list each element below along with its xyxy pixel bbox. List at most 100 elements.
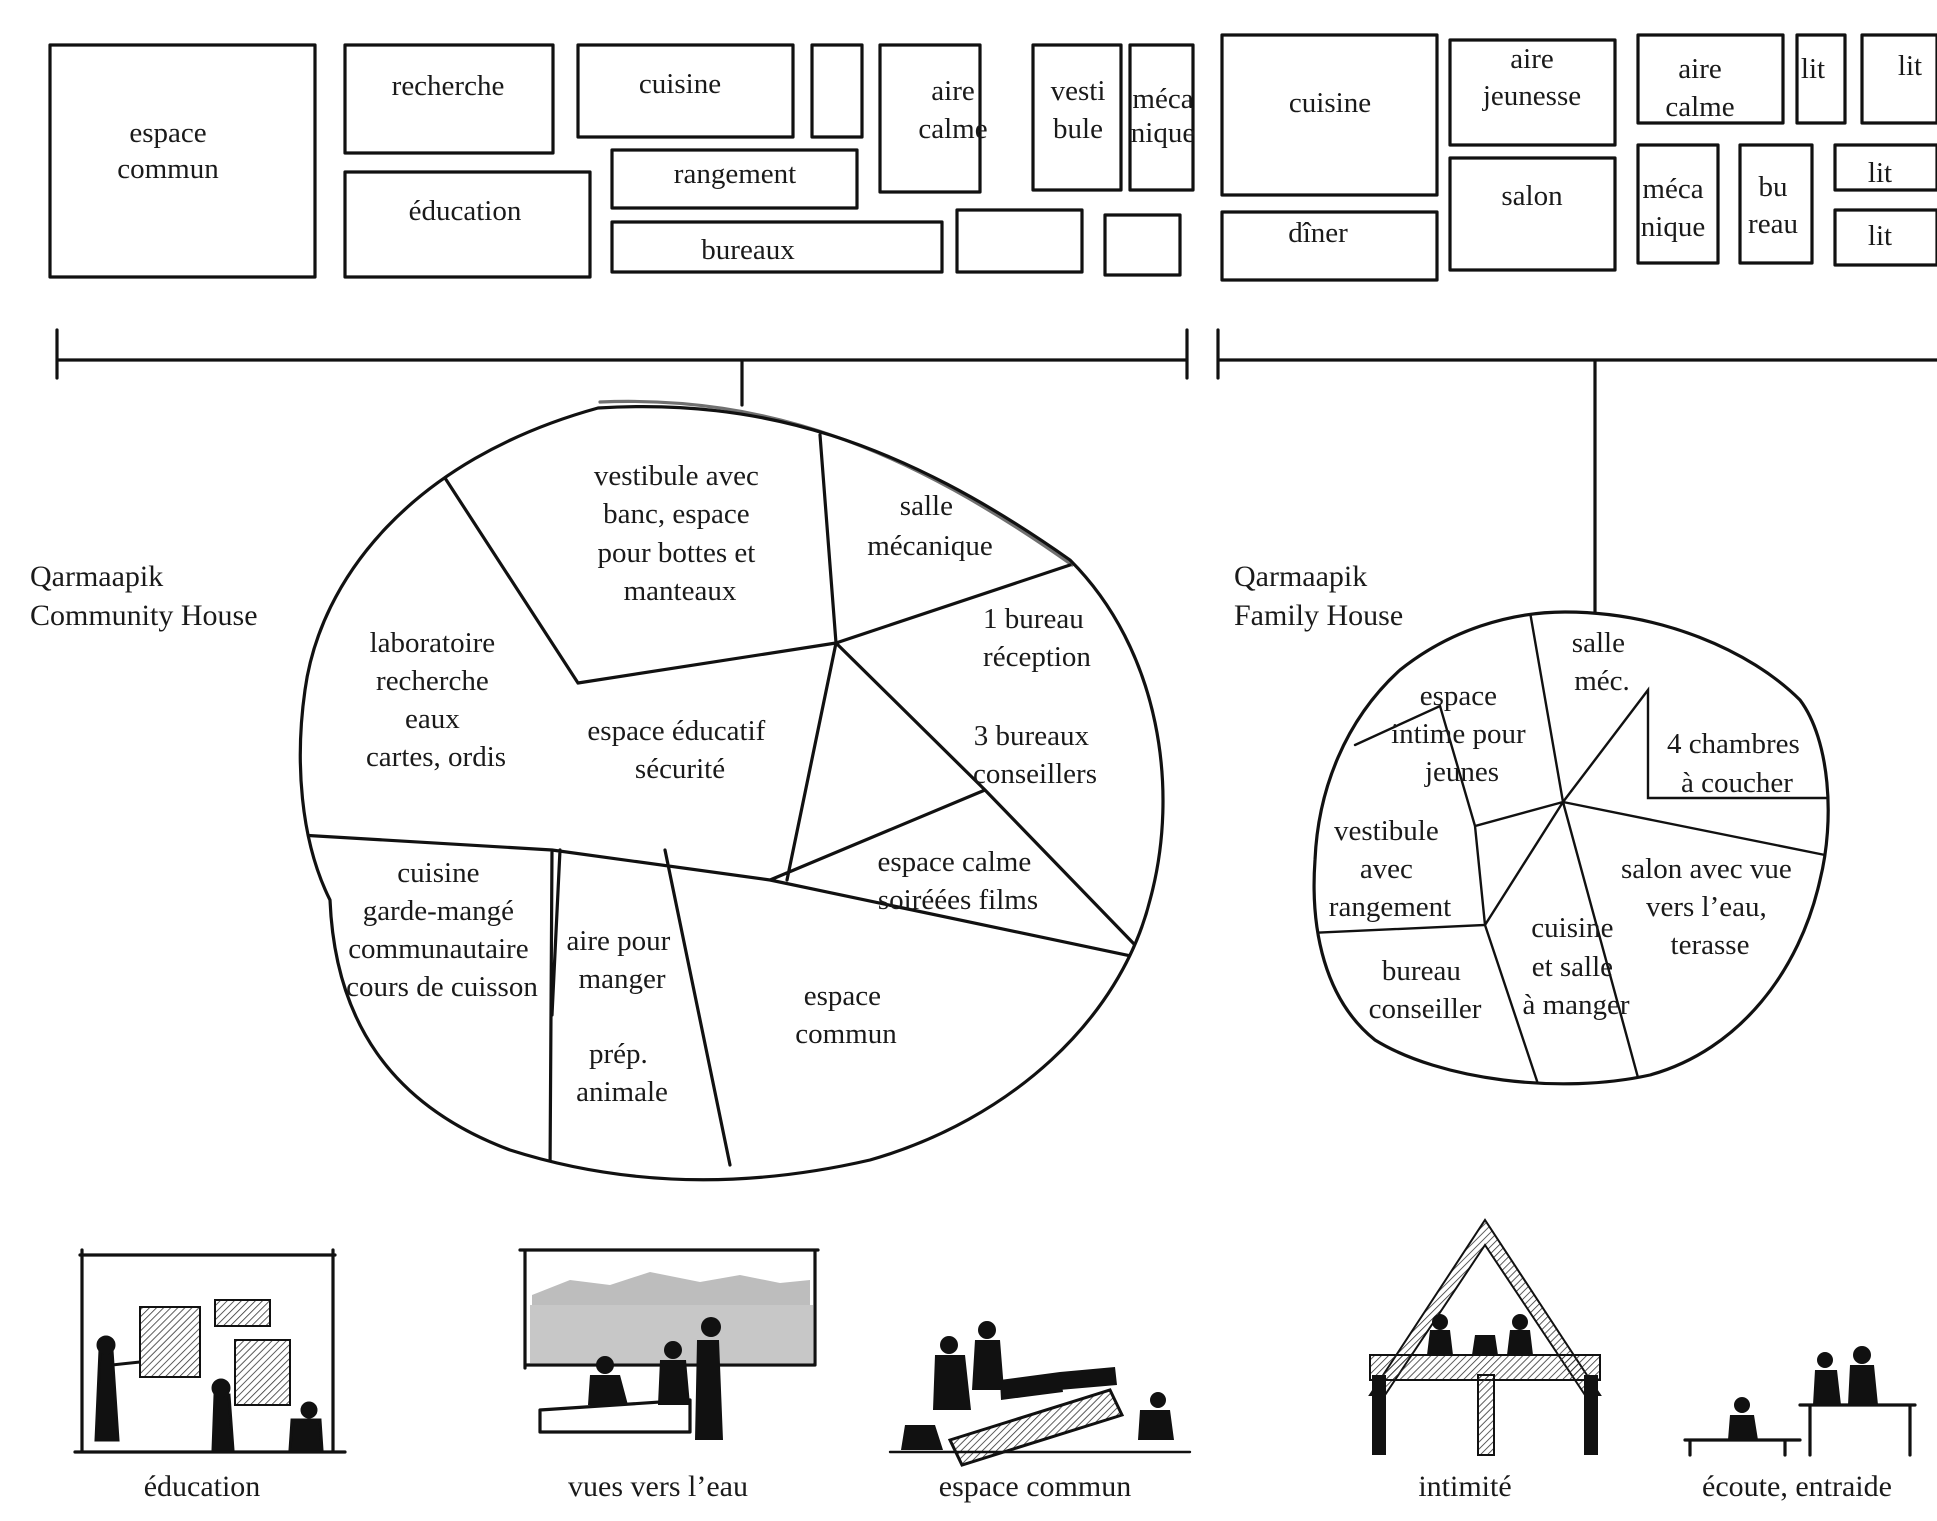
svg-text:espace intime pour: espace intime pour jeunes	[1391, 680, 1533, 788]
block-espace-commun	[48, 43, 317, 279]
fam-bubble-salon-3: terasse	[1671, 929, 1750, 961]
label-mecanique-fam-1: méca	[1642, 173, 1703, 205]
label-lit-4: lit	[1868, 220, 1892, 252]
fam-bubble-cuisine-2: et salle	[1532, 951, 1613, 983]
block-lit-3	[1833, 143, 1937, 192]
bubble-salle-mecanique-1: salle	[900, 490, 953, 522]
fam-bubble-vestibule-1: vestibule	[1334, 815, 1439, 847]
label-bureaux: bureaux	[701, 234, 795, 266]
bubble-prep-animale-1: prép.	[589, 1038, 648, 1070]
block-aire-calme	[878, 43, 982, 194]
block-vestibule	[1031, 43, 1123, 192]
label-cuisine-fam: cuisine	[1289, 87, 1371, 119]
bubble-espace-calme-1: espace calme	[877, 846, 1031, 878]
bubble-vestibule-1: vestibule avec	[594, 460, 759, 492]
fam-bubble-salle-mec-1: salle	[1572, 627, 1625, 659]
community-title-2: Community House	[30, 599, 258, 632]
fam-bubble-espace-intime-2: intime pour	[1391, 718, 1526, 750]
bubble-cuisine-1: cuisine	[397, 857, 479, 889]
vignette-espace-commun	[888, 1321, 1192, 1467]
bubble-espace-educatif-1: espace éducatif	[587, 715, 765, 747]
family-bracket	[1216, 328, 1937, 614]
label-espace-commun-2: commun	[117, 153, 219, 185]
svg-text:cuisine garde-mangé: cuisine garde-mangé communautaire cours …	[346, 857, 538, 1003]
svg-text:laboratoire recherche: laboratoire recherche eaux cartes, ordis	[366, 627, 506, 773]
svg-text:espace commun: espace commun	[795, 980, 897, 1050]
bubble-prep-animale-2: animale	[576, 1076, 668, 1108]
svg-text:4 chambres à coucher: 4 chambres à coucher	[1667, 728, 1807, 799]
vignette-ecoute-entraide	[1683, 1346, 1917, 1457]
svg-text:espace calme soiréées fi: espace calme soiréées films	[877, 846, 1038, 916]
block-unlabeled-3	[1103, 213, 1182, 277]
fam-bubble-bureau-1: bureau	[1382, 955, 1461, 987]
label-recherche: recherche	[392, 70, 505, 102]
bubble-bureau-reception-2: réception	[983, 641, 1091, 673]
community-bracket	[55, 328, 1189, 407]
block-aire-jeunesse	[1448, 38, 1617, 147]
label-rangement: rangement	[674, 158, 796, 190]
svg-text:Qarmaapik Community House: Qarmaapik Community House	[30, 560, 258, 632]
block-lit-4	[1833, 208, 1937, 267]
bubble-bureaux-conseillers-1: 3 bureaux	[974, 720, 1090, 752]
block-cuisine-fam	[1220, 33, 1439, 197]
svg-text:espace éducatif sécurité: espace éducatif sécurité	[587, 715, 772, 785]
fam-bubble-bureau-2: conseiller	[1369, 993, 1482, 1025]
vignette-vues-vers-leau	[518, 1248, 820, 1440]
label-aire-jeunesse-1: aire	[1510, 43, 1553, 75]
bubble-aire-manger-2: manger	[579, 963, 666, 995]
bubble-vestibule-3: pour bottes et	[597, 537, 755, 569]
bubble-cuisine-3: communautaire	[348, 933, 528, 965]
svg-text:vestibule avec banc, esp: vestibule avec banc, espace pour bottes …	[594, 460, 766, 607]
bubble-salle-mecanique-2: mécanique	[867, 530, 993, 562]
block-diner	[1220, 210, 1439, 282]
bubble-aire-manger-1: aire pour	[566, 925, 670, 957]
label-education: éducation	[409, 195, 522, 227]
label-aire-jeunesse-2: jeunesse	[1482, 80, 1581, 112]
block-aire-calme-fam	[1636, 33, 1785, 125]
community-bubble-outline	[298, 404, 1165, 1182]
label-mecanique-2: nique	[1131, 117, 1195, 149]
fam-bubble-cuisine-3: à manger	[1522, 989, 1629, 1021]
block-rangement	[610, 148, 859, 210]
bubble-espace-calme-2: soiréées films	[878, 884, 1038, 916]
label-bureau-fam-1: bu	[1759, 171, 1788, 203]
fam-bubble-salon-1: salon avec vue	[1621, 853, 1792, 885]
community-bubble-diagram: vestibule avec banc, espace pour bottes …	[298, 399, 1165, 1182]
label-aire-calme-fam-1: aire	[1678, 53, 1721, 85]
label-vestibule-1: vesti	[1051, 75, 1106, 107]
bubble-espace-commun-2: commun	[795, 1018, 897, 1050]
svg-text:salle mécanique: salle mécanique	[867, 490, 993, 562]
label-aire-calme-1: aire	[931, 75, 974, 107]
block-unlabeled-1	[810, 43, 864, 139]
fam-bubble-salon-2: vers l’eau,	[1646, 891, 1767, 923]
fam-bubble-espace-intime-1: espace	[1420, 680, 1497, 712]
label-aire-calme-2: calme	[918, 113, 987, 145]
bubble-vestibule-4: manteaux	[624, 575, 737, 607]
label-lit-1: lit	[1801, 53, 1825, 85]
family-bubble-diagram: salle méc. espace intime pour jeunes 4 c…	[1312, 610, 1830, 1086]
svg-text:prép. animale: prép. animale	[576, 1038, 668, 1108]
svg-text:salle méc.: salle méc.	[1572, 627, 1632, 697]
svg-text:aire pour manger: aire pour manger	[566, 925, 677, 995]
caption-ecoute-entraide: écoute, entraide	[1702, 1470, 1892, 1503]
label-salon: salon	[1501, 180, 1563, 212]
svg-text:vestibule: vestibule	[1051, 75, 1106, 145]
bubble-laboratoire-4: cartes, ordis	[366, 741, 506, 773]
bubble-vestibule-2: banc, espace	[603, 498, 750, 530]
block-unlabeled-2	[955, 208, 1084, 274]
family-title-2: Family House	[1234, 599, 1403, 632]
block-salon	[1448, 156, 1617, 272]
fam-bubble-espace-intime-3: jeunes	[1424, 756, 1499, 788]
bubble-laboratoire-1: laboratoire	[370, 627, 496, 659]
fam-bubble-chambres-1: 4 chambres	[1667, 728, 1800, 760]
block-mecanique-fam	[1636, 143, 1720, 265]
block-education	[343, 170, 592, 279]
svg-text:1 bureau réception: 1 bureau réception	[983, 603, 1091, 673]
caption-intimite: intimité	[1418, 1470, 1511, 1503]
vignette-education	[73, 1248, 347, 1454]
bubble-laboratoire-3: eaux	[405, 703, 460, 735]
